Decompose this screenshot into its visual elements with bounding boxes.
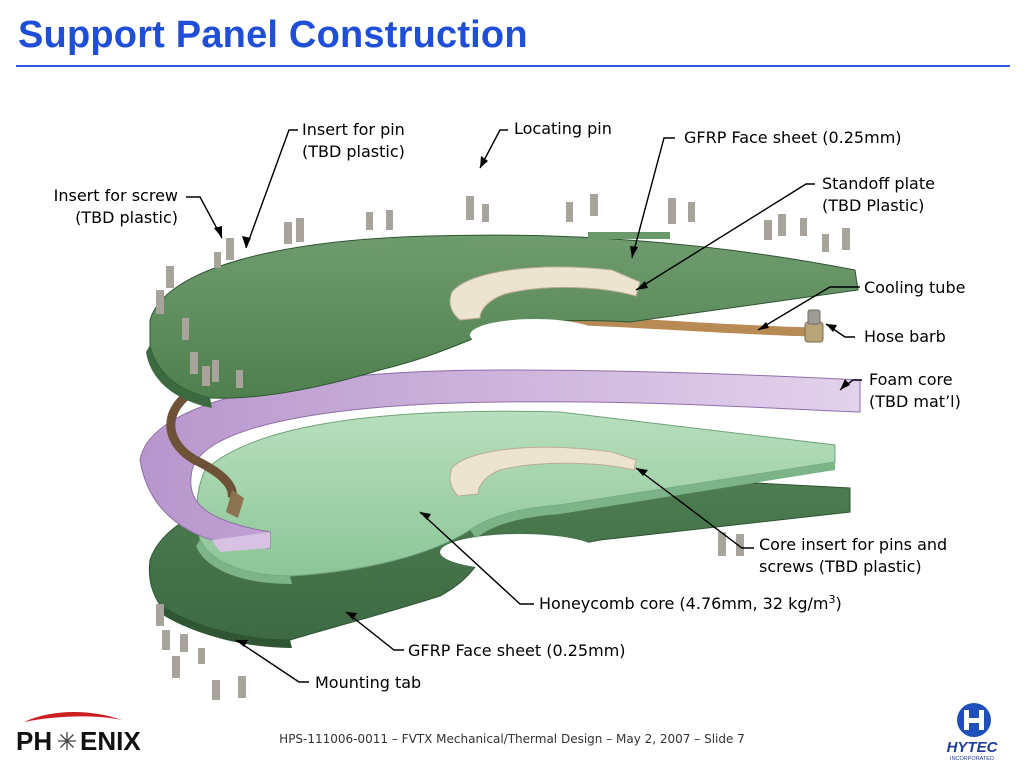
label-insert-pin-1: Insert for pin xyxy=(302,120,405,139)
pins-and-screws xyxy=(156,194,850,700)
honeycomb-core xyxy=(196,410,836,584)
phenix-logo-text-b: ENIX xyxy=(80,726,141,756)
hose-barb xyxy=(804,309,824,343)
title-underline xyxy=(16,65,1010,67)
hytec-logo: HYTEC INCORPORATED xyxy=(947,703,999,762)
phenix-logo: PH ENIX xyxy=(16,712,141,756)
label-gfrp-bottom: GFRP Face sheet (0.25mm) xyxy=(408,641,626,660)
label-mounting-tab: Mounting tab xyxy=(315,673,421,692)
label-honeycomb-text: Honeycomb core (4.76mm, 32 kg/m xyxy=(539,594,828,613)
label-insert-screw-1: Insert for screw xyxy=(54,186,178,205)
label-core-insert-1: Core insert for pins and xyxy=(759,535,947,554)
label-gfrp-top: GFRP Face sheet (0.25mm) xyxy=(684,128,902,147)
hytec-logo-text: HYTEC xyxy=(947,739,999,756)
leader-lines xyxy=(186,129,862,683)
label-standoff-2: (TBD Plastic) xyxy=(822,196,924,215)
top-face-sheet xyxy=(146,232,859,408)
label-insert-screw-2: (TBD plastic) xyxy=(75,208,178,227)
slide-title: Support Panel Construction xyxy=(18,14,528,56)
phenix-logo-text-a: PH xyxy=(16,726,52,756)
label-honeycomb-sup: 3 xyxy=(828,593,835,606)
label-foam-core-1: Foam core xyxy=(869,370,953,389)
label-hose-barb: Hose barb xyxy=(864,327,946,346)
label-cooling-tube: Cooling tube xyxy=(864,278,965,297)
label-locating-pin: Locating pin xyxy=(514,119,612,138)
core-insert-ring xyxy=(449,446,637,497)
label-insert-pin-2: (TBD plastic) xyxy=(302,142,405,161)
label-honeycomb: Honeycomb core (4.76mm, 32 kg/m3) xyxy=(539,593,842,613)
label-foam-core-2: (TBD mat’l) xyxy=(869,392,961,411)
hytec-logo-subtext: INCORPORATED xyxy=(950,756,994,762)
slide-footer: HPS-111006-0011 – FVTX Mechanical/Therma… xyxy=(279,732,745,746)
label-honeycomb-close: ) xyxy=(835,594,841,613)
phenix-star-icon xyxy=(58,732,76,750)
label-standoff-1: Standoff plate xyxy=(822,174,935,193)
label-core-insert-2: screws (TBD plastic) xyxy=(759,557,922,576)
arrowheads xyxy=(214,156,850,647)
foam-core xyxy=(139,369,861,552)
